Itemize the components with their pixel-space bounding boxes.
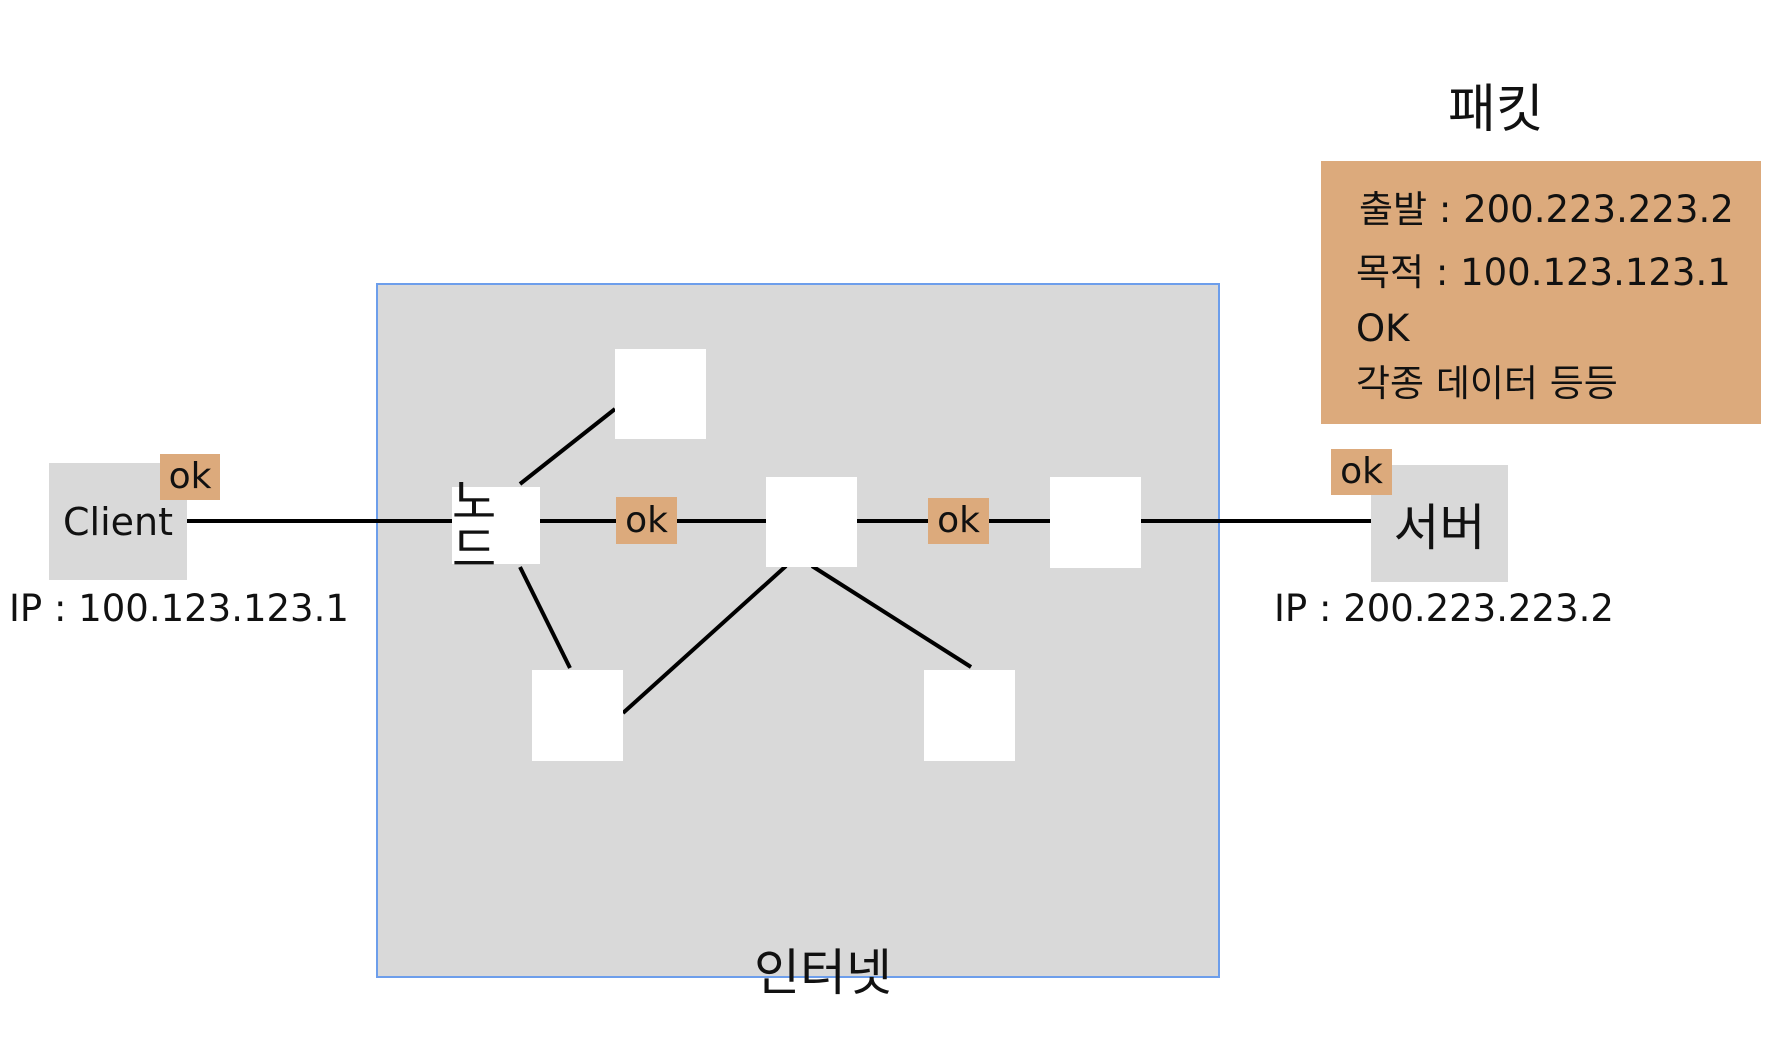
server-label: 서버 [1393,498,1486,557]
client-ok-tag: ok [160,454,220,500]
packet-box: 출발 : 200.223.223.2 목적 : 100.123.123.1 OK… [1321,161,1761,424]
client-label: Client [62,499,173,544]
link-node-bottom-left [518,566,572,669]
node-label: 노드 [452,473,497,578]
link-hub-bottom-right [810,564,973,669]
node-bottom-left [532,670,623,761]
server-ip: IP : 200.223.223.2 [1274,587,1614,630]
link-bottom-left-hub [621,564,788,715]
internet-region [376,283,1220,978]
link-ok-tag-1: ok [616,497,677,544]
packet-content-line1: OK [1356,307,1410,350]
node-hub [766,477,857,567]
client-ip: IP : 100.123.123.1 [9,587,349,630]
link-node-top [518,407,617,486]
node-top [615,349,706,439]
packet-content-line2: 각종 데이터 등등 [1356,362,1618,405]
packet-source: 출발 : 200.223.223.2 [1359,188,1734,231]
node-labeled: 노드 [452,478,540,574]
server-box: 서버 [1371,465,1508,582]
server-ok-tag: ok [1331,449,1392,495]
packet-destination: 목적 : 100.123.123.1 [1356,251,1731,294]
link-ok-tag-2: ok [928,498,989,544]
internet-label: 인터넷 [754,944,892,1002]
node-right [1050,477,1141,568]
packet-title: 패킷 [1448,80,1544,140]
node-bottom-right [924,670,1015,761]
